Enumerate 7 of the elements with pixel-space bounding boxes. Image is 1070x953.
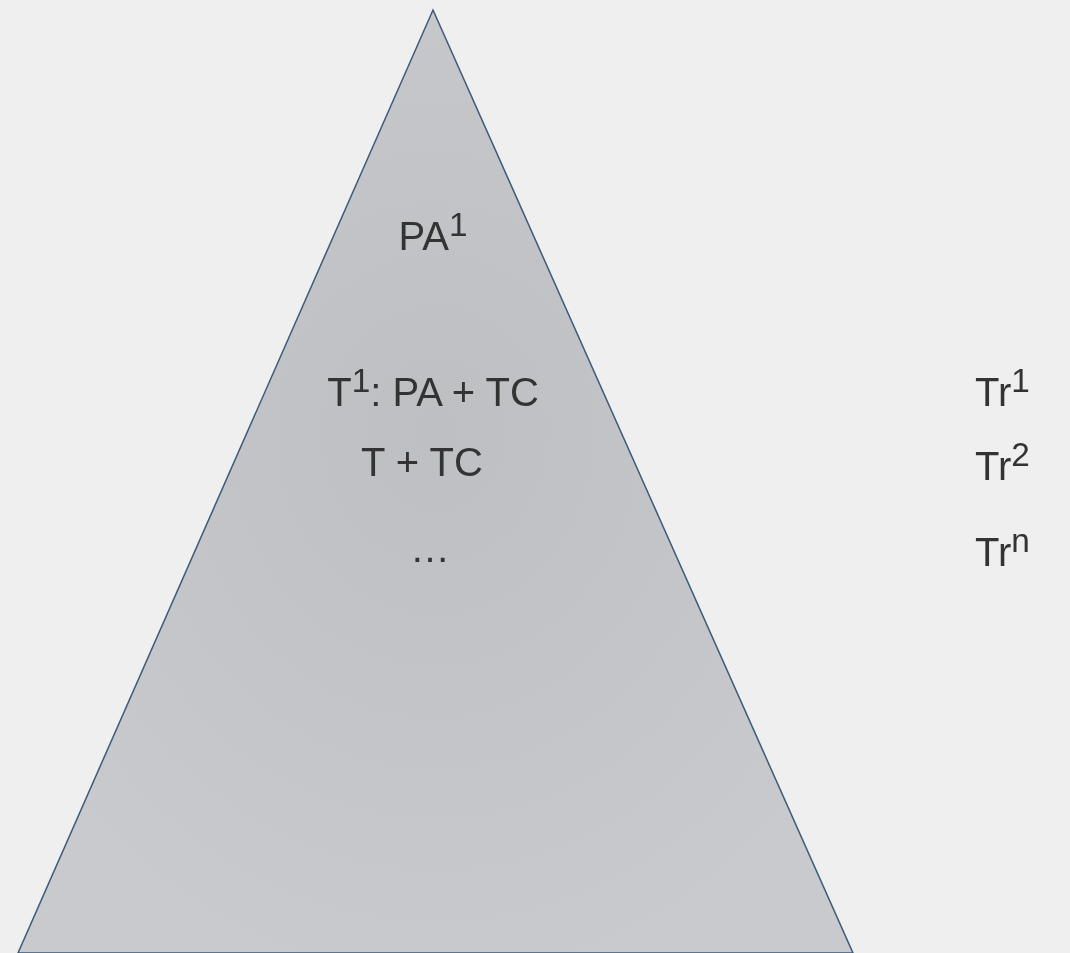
tier-label: Tr$^{n}$ [975, 523, 1030, 573]
level-label: T$^{1}$: PA + TC [327, 363, 539, 413]
level-label: T + TC [361, 442, 483, 482]
tier-label: Tr$^{1}$ [975, 363, 1030, 413]
level-label: … [410, 528, 450, 568]
level-label: PA$^{1}$ [398, 207, 468, 257]
tier-label: Tr$^{2}$ [975, 437, 1030, 487]
